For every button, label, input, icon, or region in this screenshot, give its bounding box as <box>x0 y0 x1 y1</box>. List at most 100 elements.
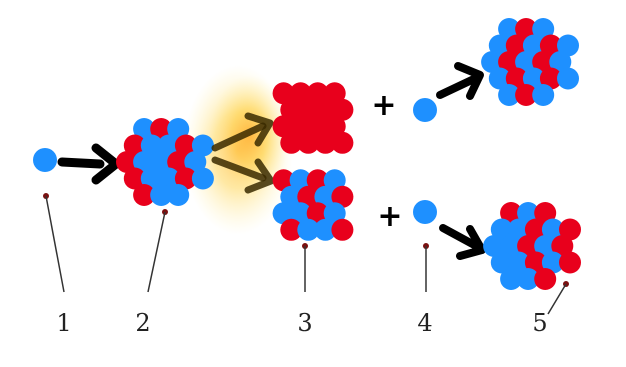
proton <box>306 115 329 138</box>
neutron <box>167 184 190 206</box>
neutron <box>272 202 295 225</box>
proton <box>280 131 303 154</box>
label-2: 2 <box>135 309 150 337</box>
proton <box>133 184 156 206</box>
arrow-to-lower-nucleus <box>439 224 486 260</box>
proton <box>323 115 346 138</box>
neutron <box>280 185 303 208</box>
neutron <box>532 18 555 40</box>
released-neutron-lower <box>413 200 437 224</box>
arrow-to-upper-nucleus <box>436 62 484 100</box>
neutron <box>191 167 214 190</box>
neutron <box>157 134 180 157</box>
neutron <box>507 218 530 241</box>
neutron <box>289 202 312 225</box>
neutron <box>289 169 312 192</box>
heavy-nucleus <box>116 118 214 206</box>
neutron <box>534 235 557 257</box>
proton <box>323 82 346 105</box>
neutron <box>488 67 511 90</box>
neutron <box>323 169 346 192</box>
neutron <box>541 218 564 241</box>
neutron <box>549 51 572 73</box>
plus-sign-upper: + <box>371 88 396 123</box>
neutron <box>140 167 163 190</box>
proton <box>517 235 540 257</box>
fission-fragment-upper <box>272 82 354 154</box>
proton <box>174 167 197 190</box>
proton <box>306 202 329 225</box>
plus-sign-lower: + <box>377 199 402 234</box>
proton <box>539 67 562 90</box>
proton <box>123 167 146 190</box>
neutron <box>140 134 163 157</box>
leader-line-2 <box>147 209 168 293</box>
neutron <box>500 235 523 257</box>
proton <box>505 67 528 90</box>
leader-line-1 <box>43 193 65 293</box>
proton <box>289 115 312 138</box>
leader-line-4 <box>423 243 429 292</box>
neutron <box>522 67 545 90</box>
proton <box>515 84 538 106</box>
proton <box>532 51 555 73</box>
proton <box>272 115 295 138</box>
neutron <box>481 51 504 73</box>
neutron <box>167 118 190 140</box>
proton <box>167 151 190 173</box>
neutron <box>150 184 173 206</box>
proton <box>280 218 303 241</box>
proton <box>524 218 547 241</box>
proton <box>524 251 547 274</box>
neutron <box>517 202 540 224</box>
proton <box>174 134 197 157</box>
proton <box>306 169 329 192</box>
neutron <box>314 185 337 208</box>
neutron <box>498 84 521 106</box>
proton <box>498 51 521 73</box>
proton <box>551 235 574 257</box>
new-nucleus-upper <box>481 18 579 106</box>
label-4: 4 <box>417 309 432 337</box>
label-1: 1 <box>56 309 71 337</box>
proton <box>150 118 173 140</box>
neutron <box>490 218 513 241</box>
incoming-neutron <box>33 148 57 172</box>
neutron <box>323 202 346 225</box>
proton <box>331 98 354 121</box>
neutron <box>314 218 337 241</box>
proton <box>539 34 562 57</box>
neutron <box>498 18 521 40</box>
neutron <box>297 218 320 241</box>
proton <box>297 185 320 208</box>
fragment-arrows <box>211 112 275 194</box>
proton <box>505 34 528 57</box>
proton <box>314 98 337 121</box>
proton <box>331 131 354 154</box>
neutron <box>522 34 545 57</box>
proton <box>314 131 337 154</box>
proton <box>559 218 581 241</box>
leader-line-5 <box>547 281 569 315</box>
neutron <box>150 151 173 173</box>
proton <box>123 134 146 157</box>
proton <box>272 169 295 192</box>
neutron <box>532 84 555 106</box>
proton <box>297 131 320 154</box>
neutron <box>184 151 207 173</box>
proton <box>331 218 354 241</box>
proton <box>116 151 138 173</box>
proton <box>289 82 312 105</box>
proton <box>297 98 320 121</box>
proton <box>280 98 303 121</box>
neutron <box>557 67 579 90</box>
proton <box>515 18 538 40</box>
incoming-arrow <box>57 143 121 185</box>
neutron <box>488 34 511 57</box>
neutron <box>133 118 156 140</box>
neutron <box>515 51 538 73</box>
neutron <box>557 34 579 57</box>
neutron <box>541 251 564 274</box>
proton <box>306 82 329 105</box>
